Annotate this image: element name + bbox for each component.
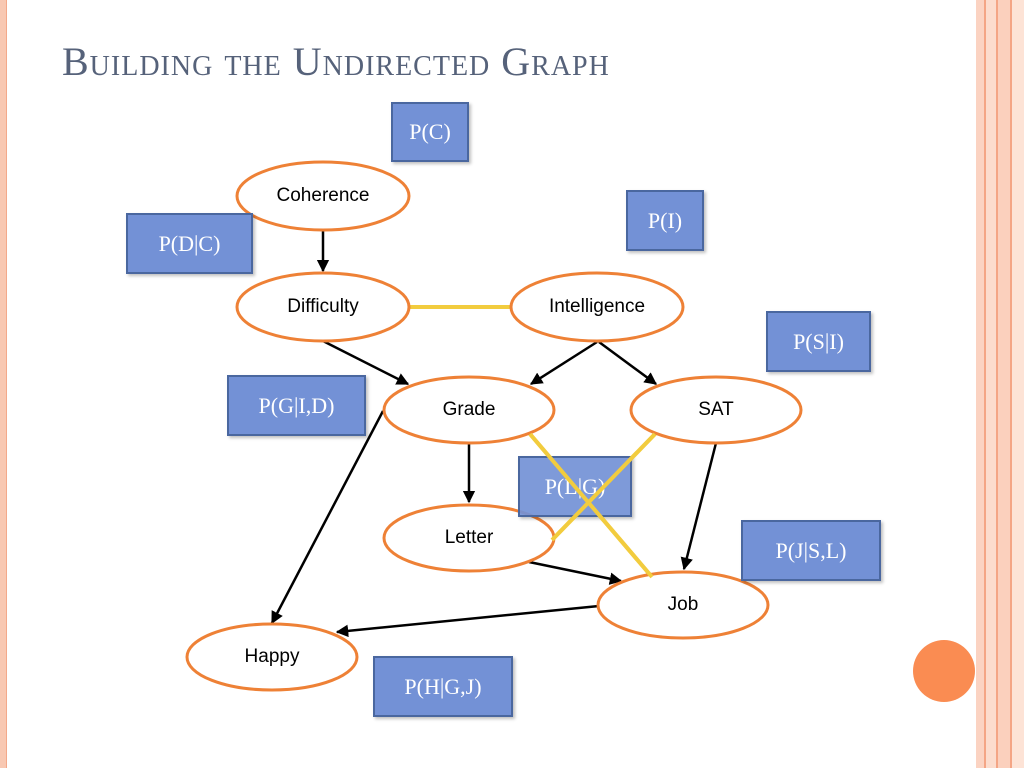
stripe [976, 0, 984, 768]
edge-intelligence-grade [529, 340, 598, 386]
node-intelligence [509, 271, 685, 343]
stripe [998, 0, 1010, 768]
factor-p-c: P(C) [391, 102, 469, 162]
stripe [1010, 0, 1012, 768]
node-label-job: Job [667, 594, 699, 615]
edge-job-happy [335, 604, 600, 638]
node-label-happy: Happy [244, 646, 300, 667]
node-label-intelligence: Intelligence [548, 296, 646, 317]
factor-p-s-i: P(S|I) [766, 311, 871, 372]
right-border-stripes [976, 0, 1024, 768]
factor-p-j-sl: P(J|S,L) [741, 520, 881, 581]
factor-p-g-id: P(G|I,D) [227, 375, 366, 436]
node-sat [629, 375, 803, 445]
factor-p-d-c: P(D|C) [126, 213, 253, 274]
edge-grade-happy [270, 410, 385, 625]
node-label-coherence: Coherence [276, 185, 370, 206]
node-job [596, 570, 770, 640]
factor-p-i: P(I) [626, 190, 704, 251]
node-label-difficulty: Difficulty [287, 296, 359, 317]
node-difficulty [235, 271, 411, 343]
factor-p-l-g: P(L|G) [518, 456, 632, 517]
slide-title: Building the Undirected Graph [62, 39, 610, 84]
stripe [984, 0, 986, 768]
node-label-grade: Grade [442, 399, 496, 420]
node-label-sat: SAT [698, 399, 734, 420]
node-label-letter: Letter [444, 527, 494, 548]
node-happy [185, 622, 359, 692]
edge-sat-job [680, 442, 718, 571]
left-border [0, 0, 7, 768]
edge-letter-job [528, 560, 623, 585]
factor-p-h-gj: P(H|G,J) [373, 656, 513, 717]
edge-difficulty-grade [322, 339, 410, 386]
decorative-circle [913, 640, 975, 702]
stripe [996, 0, 998, 768]
stripe [986, 0, 996, 768]
node-grade [382, 375, 556, 445]
stripe [1012, 0, 1024, 768]
edge-intelligence-sat [598, 340, 658, 386]
node-coherence [235, 160, 411, 232]
